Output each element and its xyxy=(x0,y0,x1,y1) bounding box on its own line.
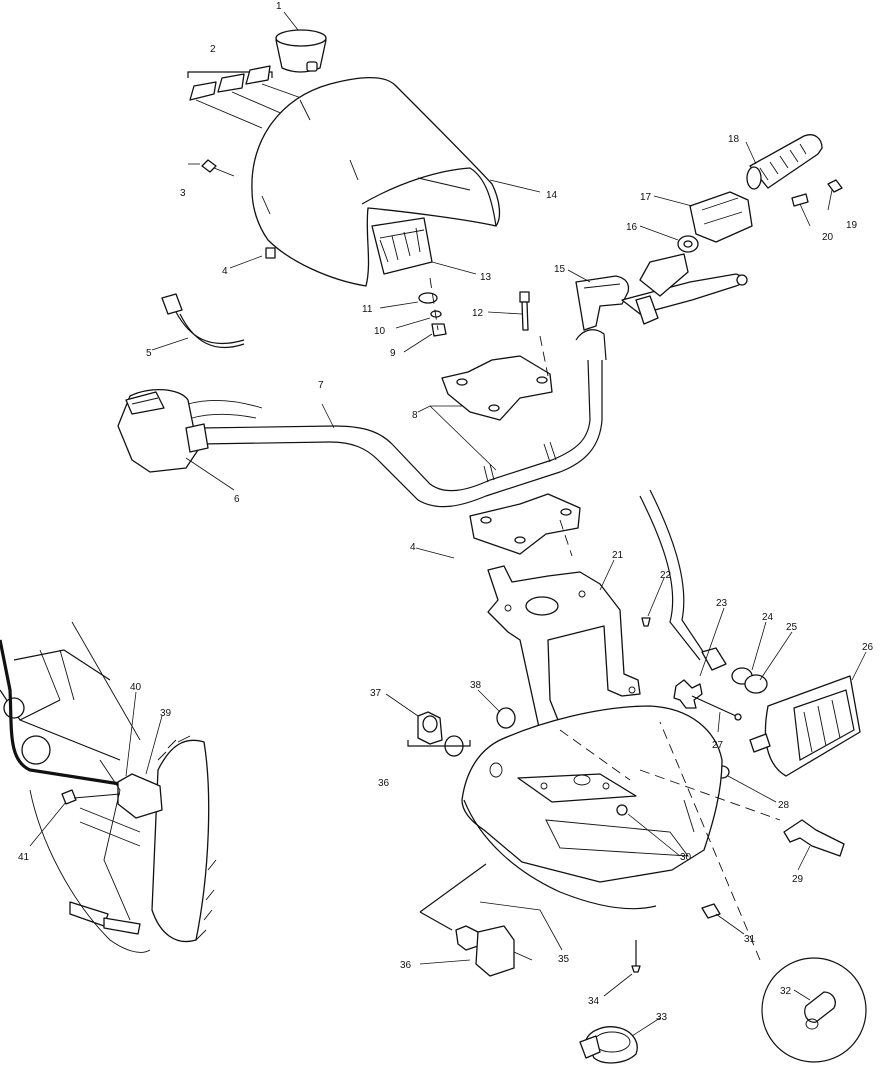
callout-13: 13 xyxy=(480,272,492,283)
part-screw xyxy=(641,617,651,627)
part-fasteners xyxy=(631,903,721,973)
part-headlight xyxy=(749,675,861,777)
callout-24: 24 xyxy=(762,612,774,623)
callout-labels: 1 2 3 4 4 5 6 7 8 9 10 11 12 13 14 15 16… xyxy=(18,1,874,1023)
callout-28: 28 xyxy=(778,800,790,811)
callout-41: 41 xyxy=(18,852,30,863)
callout-40: 40 xyxy=(130,682,142,693)
callout-14: 14 xyxy=(546,190,558,201)
part-detail-circle xyxy=(659,721,867,1063)
callout-4: 4 xyxy=(410,542,416,553)
part-clamp-upper xyxy=(441,355,553,421)
callout-26: 26 xyxy=(862,642,874,653)
callout-39: 39 xyxy=(160,708,172,719)
callout-1: 1 xyxy=(276,1,282,12)
part-cap xyxy=(275,29,327,73)
callout-31: 31 xyxy=(744,934,756,945)
part-bolt xyxy=(519,291,530,331)
callout-36: 36 xyxy=(378,778,390,789)
callout-9: 9 xyxy=(390,348,396,359)
part-bracket xyxy=(371,217,433,275)
part-switch-housing xyxy=(117,388,263,473)
callout-23: 23 xyxy=(716,598,728,609)
callout-38: 38 xyxy=(470,680,482,691)
callout-12: 12 xyxy=(472,308,484,319)
callout-19: 19 xyxy=(846,220,858,231)
part-front-housing xyxy=(461,705,723,910)
callout-20: 20 xyxy=(822,232,834,243)
callout-37: 37 xyxy=(370,688,382,699)
callout-6: 6 xyxy=(234,494,240,505)
callout-17: 17 xyxy=(640,192,652,203)
callout-32: 32 xyxy=(780,986,792,997)
part-pod-cover xyxy=(251,76,501,287)
part-small-hardware xyxy=(201,159,447,337)
callout-22: 22 xyxy=(660,570,672,581)
callout-27: 27 xyxy=(712,740,724,751)
callout-34: 34 xyxy=(588,996,600,1007)
part-brake-lever xyxy=(575,253,748,331)
callout-29: 29 xyxy=(792,874,804,885)
callout-3: 3 xyxy=(180,188,186,199)
callout-21: 21 xyxy=(612,550,624,561)
leader-lines xyxy=(29,11,867,1037)
part-bulb xyxy=(783,819,845,857)
callout-25: 25 xyxy=(786,622,798,633)
part-brake-caliper-inset xyxy=(0,621,217,953)
callout-11: 11 xyxy=(362,304,373,315)
callout-8: 8 xyxy=(412,410,418,421)
alignment-lines xyxy=(539,335,781,821)
part-wire-harness xyxy=(161,293,245,349)
part-headlight-bracket xyxy=(487,565,641,733)
callout-36: 36 xyxy=(400,960,412,971)
callout-35: 35 xyxy=(558,954,570,965)
part-hose-clamp xyxy=(579,1026,638,1064)
callout-33: 33 xyxy=(656,1012,668,1023)
callout-7: 7 xyxy=(318,380,324,391)
part-handlebar xyxy=(199,329,607,508)
callout-2: 2 xyxy=(210,44,216,55)
part-throttle-assembly xyxy=(677,134,843,253)
part-headlight-hardware xyxy=(639,489,768,721)
callout-10: 10 xyxy=(374,326,386,337)
callout-15: 15 xyxy=(554,264,566,275)
callout-5: 5 xyxy=(146,348,152,359)
callout-4: 4 xyxy=(222,266,228,277)
callout-30: 30 xyxy=(680,852,692,863)
part-clamp-lower xyxy=(469,493,581,555)
part-indicator-lights xyxy=(187,65,319,129)
callout-18: 18 xyxy=(728,134,740,145)
part-switch-assembly xyxy=(407,707,533,977)
callout-16: 16 xyxy=(626,222,638,233)
